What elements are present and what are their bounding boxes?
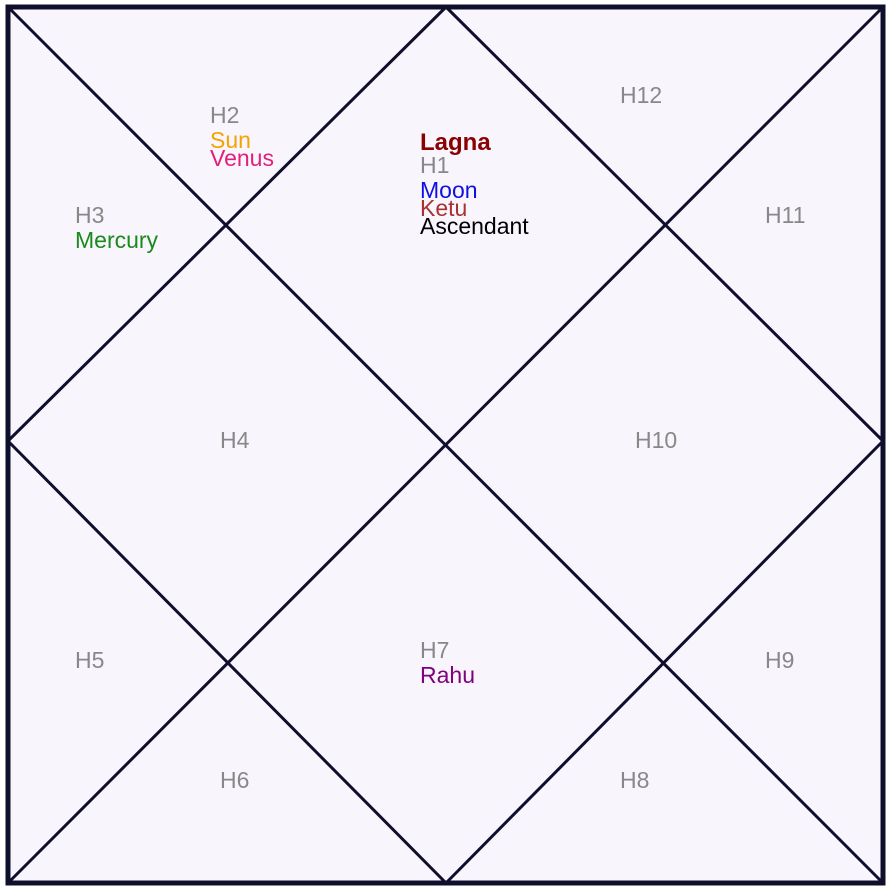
house-label-h6: H6 <box>220 767 249 793</box>
house-label-h3: H3 <box>75 202 104 228</box>
planet-mercury: Mercury <box>75 227 159 253</box>
house-label-h7: H7 <box>420 637 449 663</box>
house-label-h12: H12 <box>620 82 662 108</box>
house-label-h10: H10 <box>635 427 677 453</box>
house-label-h9: H9 <box>765 647 794 673</box>
house-label-h8: H8 <box>620 767 649 793</box>
house-label-h11: H11 <box>765 202 806 228</box>
planet-venus: Venus <box>210 145 274 171</box>
planet-rahu: Rahu <box>420 662 475 688</box>
house-label-h2: H2 <box>210 102 239 128</box>
house-label-h4: H4 <box>220 427 250 453</box>
chart-line-5 <box>6 439 448 885</box>
planet-ascendant: Ascendant <box>420 213 529 239</box>
house-label-h1: H1 <box>420 152 449 178</box>
planet-ketu: Ketu <box>420 195 467 221</box>
chart-lines <box>6 5 885 885</box>
planet-sun: Sun <box>210 127 251 153</box>
chart-line-4 <box>444 439 885 885</box>
lagna-title: Lagna <box>420 129 491 156</box>
planet-moon: Moon <box>420 177 478 203</box>
chart-line-6 <box>6 5 448 443</box>
chart-line-3 <box>444 5 885 443</box>
house-label-h5: H5 <box>75 647 104 673</box>
chart-line-2 <box>6 5 885 885</box>
